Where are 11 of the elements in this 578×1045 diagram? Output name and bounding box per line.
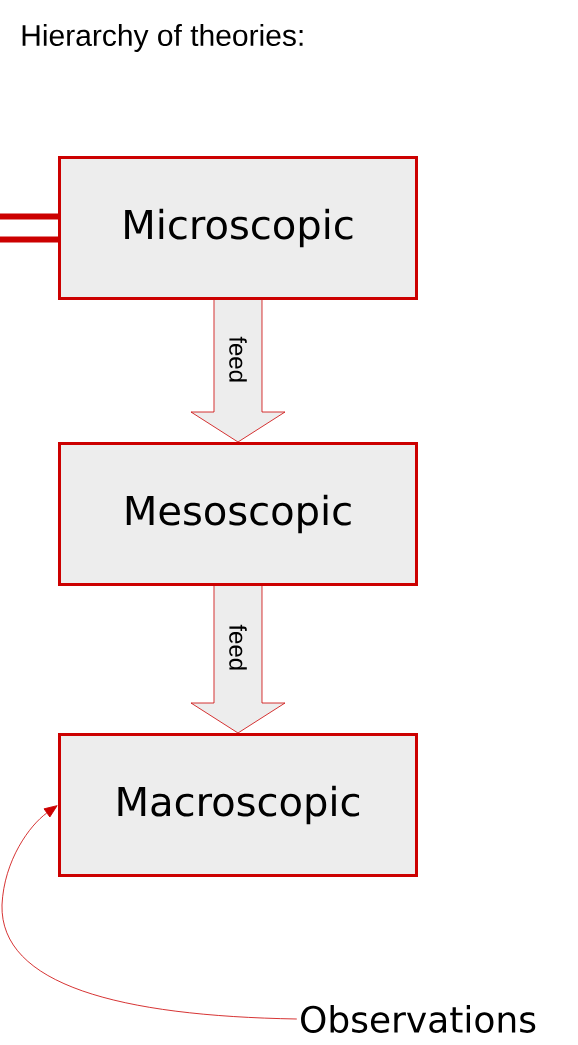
edge-label: feed: [229, 624, 247, 670]
level-box: Macroscopic: [58, 733, 418, 877]
level-box: Microscopic: [58, 156, 418, 300]
block-arrow: [190, 585, 286, 734]
observations-text: Observations: [301, 1005, 536, 1033]
curved-arrow: [1, 805, 298, 1020]
level-box: Mesoscopic: [58, 442, 418, 586]
title: Hierarchy of theories:: [22, 24, 303, 52]
double-line-connector: [0, 213, 58, 243]
block-arrow: [190, 299, 286, 443]
edge-label: feed: [229, 336, 247, 382]
